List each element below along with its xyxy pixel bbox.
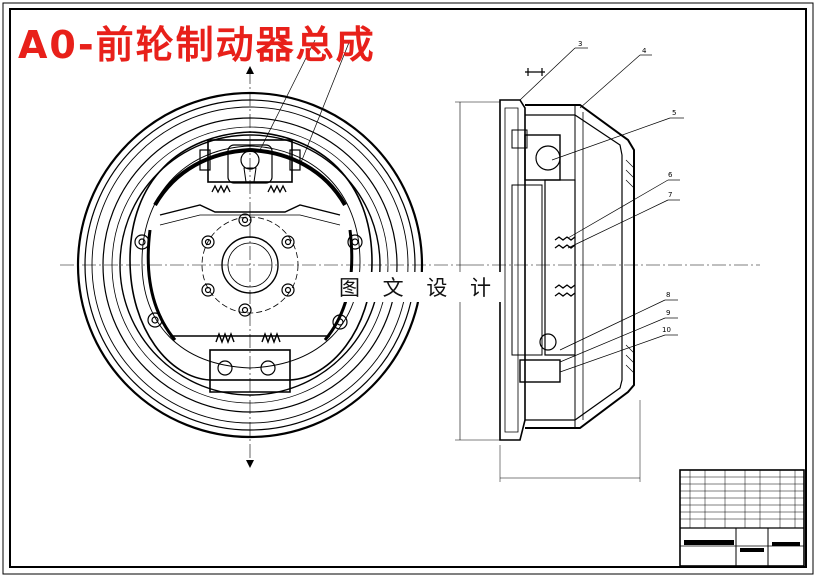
- title-block: [679, 469, 805, 567]
- callout-8: 8: [666, 291, 670, 299]
- callout-6: 6: [668, 171, 673, 179]
- section-view: [455, 47, 760, 482]
- front-view: [60, 39, 470, 468]
- inner-border: [9, 8, 807, 568]
- drawing-title: A0-前轮制动器总成: [18, 23, 376, 67]
- callout-7: 7: [668, 191, 672, 199]
- callout-3: 3: [578, 40, 582, 48]
- callout-10: 10: [662, 326, 671, 334]
- watermark-text: 图 文 设 计: [337, 272, 502, 302]
- callout-9: 9: [666, 309, 670, 317]
- callout-5: 5: [672, 109, 676, 117]
- callout-labels: 3 4 5 6 7 8 9 10: [578, 40, 676, 334]
- callout-4: 4: [642, 47, 647, 55]
